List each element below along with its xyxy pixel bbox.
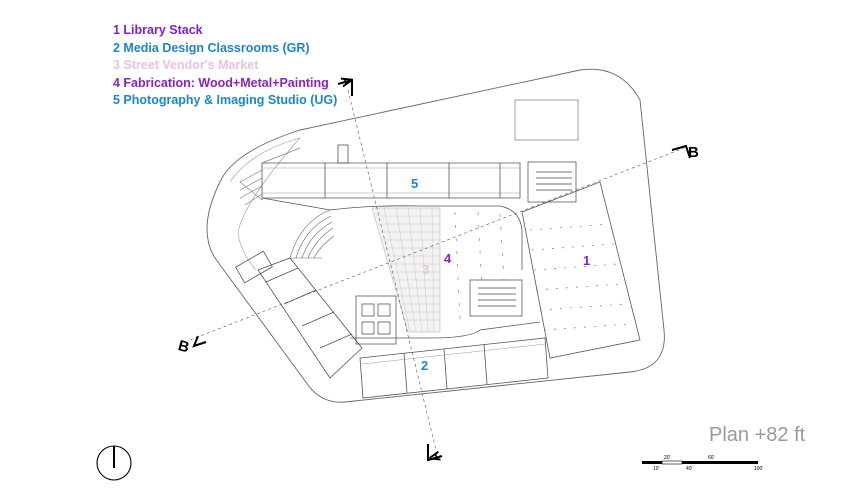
room-label-2: 2	[421, 358, 428, 373]
room-label-1: 1	[583, 253, 590, 268]
legend: 1 Library Stack 2 Media Design Classroom…	[113, 22, 337, 110]
library-block	[521, 181, 641, 359]
scale-label-60: 60'	[708, 455, 715, 461]
plan-title: Plan +82 ft	[709, 424, 806, 446]
room-label-4: 4	[444, 251, 452, 266]
section-label-b-left: B	[176, 337, 191, 356]
section-label-a-top: A	[337, 74, 356, 89]
room-label-3: 3	[422, 262, 429, 277]
section-marker-b-left: B	[176, 335, 207, 357]
scale-label-10: 10'	[653, 466, 660, 472]
section-marker-a-bottom: A	[425, 444, 445, 464]
amphitheater	[289, 209, 335, 259]
stair-core-center	[469, 279, 523, 317]
studio-block	[261, 144, 521, 199]
scale-label-20: 20'	[664, 455, 671, 461]
section-marker-b-right: B	[671, 144, 699, 161]
fabrication-bay	[454, 211, 505, 321]
atrium-fan	[239, 169, 263, 206]
north-arrow-icon	[96, 445, 132, 481]
legend-item-3: 3 Street Vendor's Market	[113, 58, 259, 73]
room-label-5: 5	[411, 176, 418, 191]
market-grid	[371, 207, 441, 333]
legend-item-1: 1 Library Stack	[113, 23, 203, 37]
legend-item-4: 4 Fabrication: Wood+Metal+Painting	[113, 75, 329, 90]
site-boundary	[206, 68, 665, 403]
classroom-strip	[359, 337, 549, 399]
walkway-edge	[261, 197, 523, 270]
section-label-a-bottom: A	[425, 449, 444, 464]
legend-item-5: 5 Photography & Imaging Studio (UG)	[113, 93, 338, 108]
section-line-a	[347, 89, 437, 451]
section-label-b-right: B	[688, 144, 699, 161]
section-marker-a-top: A	[337, 74, 356, 96]
section-line-b	[189, 147, 685, 341]
diagonal-wing	[235, 250, 363, 379]
stair-core-upper	[514, 99, 579, 203]
legend-item-2: 2 Media Design Classrooms (GR)	[113, 40, 310, 55]
scale-label-100: 100'	[754, 466, 763, 472]
scale-label-40: 40'	[686, 466, 693, 472]
stair-core-left	[355, 295, 397, 345]
scale-bar: 10' 20' 40' 60' 100'	[642, 455, 763, 472]
walkway-edge-lower	[350, 321, 541, 339]
site-inner-boundary	[229, 137, 301, 271]
